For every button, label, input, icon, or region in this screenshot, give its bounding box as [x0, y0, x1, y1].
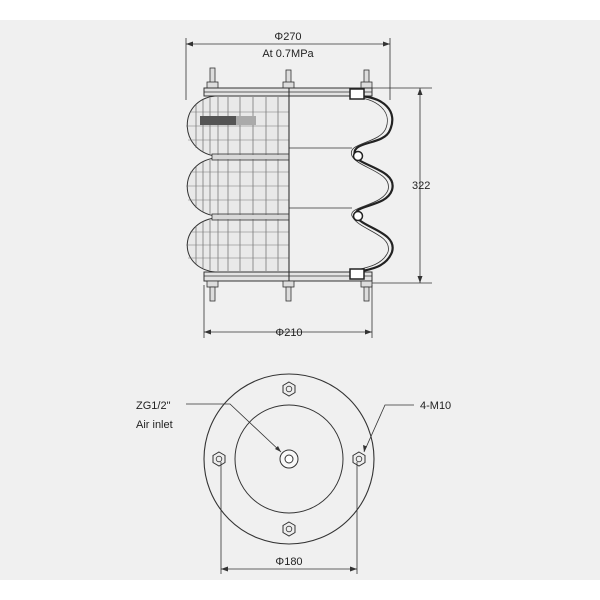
bolt-right	[352, 451, 366, 467]
top-diameter-label: Φ270	[274, 31, 301, 43]
bellows-exterior	[186, 95, 290, 273]
air-inlet-port	[279, 449, 299, 469]
plate-diameter-dimension: Φ180	[220, 462, 358, 574]
brand-label-strip	[200, 116, 256, 125]
bottom-diameter-dimension: Φ210	[203, 285, 373, 339]
bottom-plate	[203, 271, 373, 282]
top-studs	[206, 67, 373, 89]
bellows-section	[289, 88, 394, 280]
pressure-label: At 0.7MPa	[262, 48, 314, 60]
bolt-top	[282, 381, 296, 397]
bolts-label: 4-M10	[420, 400, 451, 412]
top-diameter-dimension: Φ270 At 0.7MPa	[185, 31, 391, 100]
bolts-callout: 4-M10	[363, 400, 451, 453]
inner-plate	[234, 404, 344, 514]
plate-diameter-label: Φ180	[275, 556, 302, 568]
air-inlet-thread-label: ZG1/2"	[136, 400, 171, 412]
height-label: 322	[412, 180, 430, 192]
bolt-bottom	[282, 521, 296, 537]
side-view: Φ270 At 0.7MPa	[185, 31, 432, 339]
bolt-nuts	[212, 381, 366, 537]
height-dimension: 322	[372, 87, 432, 284]
bottom-studs	[206, 280, 373, 302]
air-inlet-callout: ZG1/2" Air inlet	[136, 400, 282, 453]
bottom-diameter-label: Φ210	[275, 327, 302, 339]
air-inlet-label: Air inlet	[136, 419, 173, 431]
bolt-left	[212, 451, 226, 467]
bottom-view: ZG1/2" Air inlet 4-M10 Φ180	[136, 373, 451, 574]
